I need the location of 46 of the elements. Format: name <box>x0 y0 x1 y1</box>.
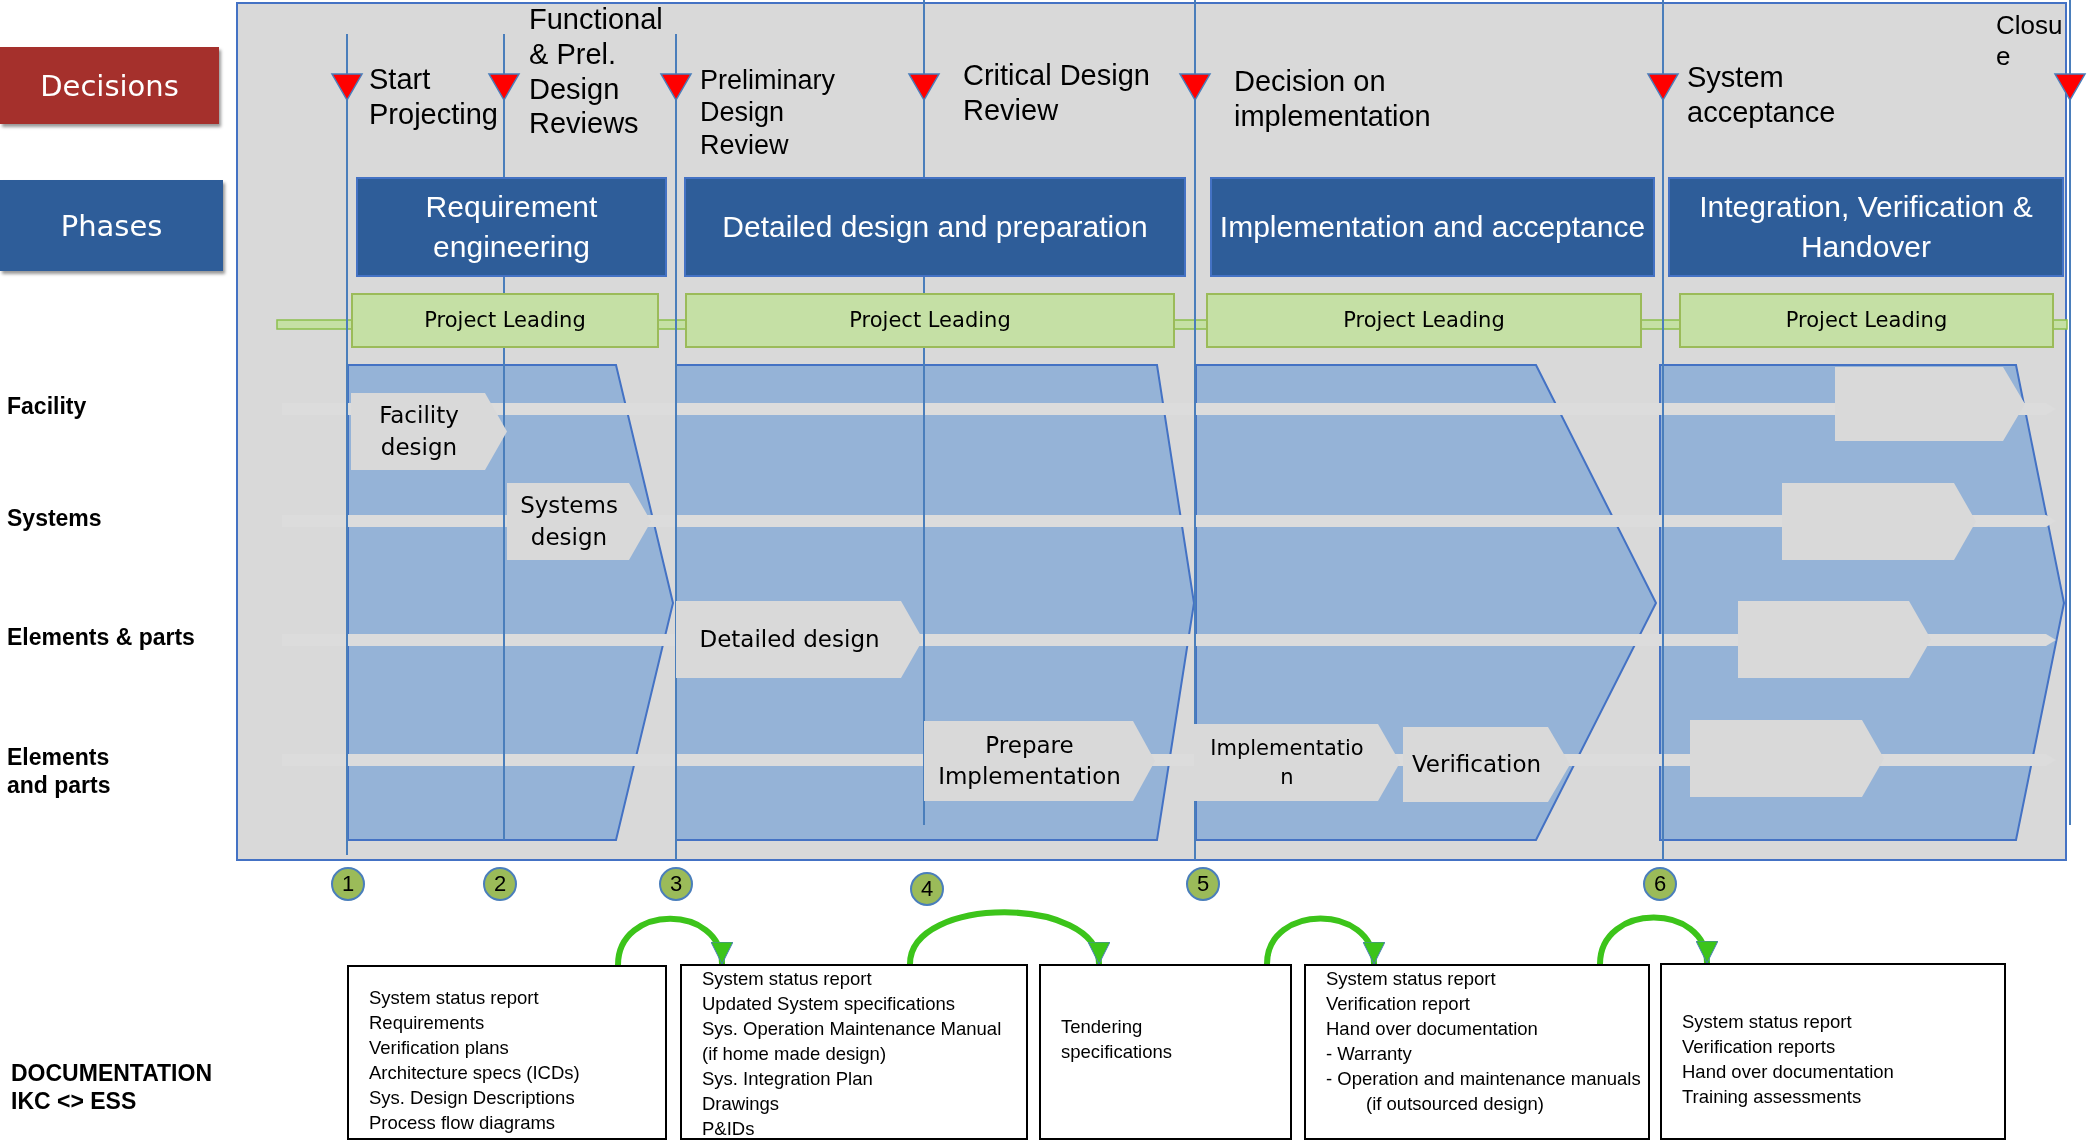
row-header: Decisions <box>0 47 219 124</box>
decision-label: Critical Design Review <box>963 58 1151 128</box>
decision-label: Decision on implementation <box>1234 64 1432 134</box>
row-label: Elements & parts <box>7 624 196 652</box>
activity-step <box>1835 367 2025 441</box>
phase-box: Detailed design and preparation <box>684 177 1186 277</box>
decision-label: System acceptance <box>1687 60 1837 130</box>
activity-step: Detailed design <box>676 601 923 678</box>
activity-step: Implementatio n <box>1194 724 1400 801</box>
curved-arrow <box>1597 914 1716 965</box>
phase-box: Integration, Verification & Handover <box>1668 177 2064 277</box>
activity-step <box>1782 483 1976 560</box>
activity-step <box>1738 601 1931 678</box>
number-badge: 5 <box>1186 867 1220 901</box>
curved-arrow <box>1264 915 1383 965</box>
number-badge: 4 <box>910 872 944 906</box>
project-leading-bar: Project Leading <box>351 293 659 348</box>
activity-step: Prepare Implementation <box>924 721 1155 801</box>
row-label: Elements and parts <box>7 744 112 800</box>
row-label: Facility <box>7 393 88 421</box>
curved-arrow <box>615 915 731 966</box>
number-badge: 1 <box>331 867 365 901</box>
decision-label: Preliminary Design Review <box>700 64 837 162</box>
number-badge: 2 <box>483 867 517 901</box>
activity-step: Systems design <box>507 483 651 560</box>
project-leading-bar: Project Leading <box>1206 293 1642 348</box>
document-list-box: System status report Verification reports Hand over documentation Training assessments <box>1660 963 2006 1140</box>
row-header: Phases <box>0 180 223 271</box>
activity-step: Facility design <box>351 393 507 470</box>
document-list-box: System status report Verification report Hand over documentation - Warranty - Operation and maintenance manuals (if outsourced design) <box>1304 964 1650 1140</box>
section-label: DOCUMENTATION IKC <> ESS <box>11 1060 213 1116</box>
phase-box: Implementation and acceptance <box>1210 177 1655 277</box>
number-badge: 3 <box>659 867 693 901</box>
decision-label: Closu e <box>1996 10 2064 73</box>
number-badge: 6 <box>1643 867 1677 901</box>
project-leading-bar: Project Leading <box>1679 293 2054 348</box>
row-label: Systems <box>7 505 103 533</box>
decision-label: Start Projecting <box>369 62 499 132</box>
phase-box: Requirement engineering <box>356 177 667 277</box>
document-list-box: System status report Updated System specifications Sys. Operation Maintenance Manual (if home made design) Sys. Integration Plan Drawings P&IDs <box>680 964 1028 1140</box>
document-list-box: System status report Requirements Verification plans Architecture specs (ICDs) Sys. Design Descriptions Process flow diagrams <box>347 965 667 1140</box>
document-list-box: Tendering specifications <box>1039 964 1292 1140</box>
decision-label: Functional & Prel. Design Reviews <box>529 2 664 142</box>
activity-step: Verification <box>1403 727 1570 802</box>
project-leading-bar: Project Leading <box>685 293 1175 348</box>
activity-step <box>1690 720 1884 797</box>
